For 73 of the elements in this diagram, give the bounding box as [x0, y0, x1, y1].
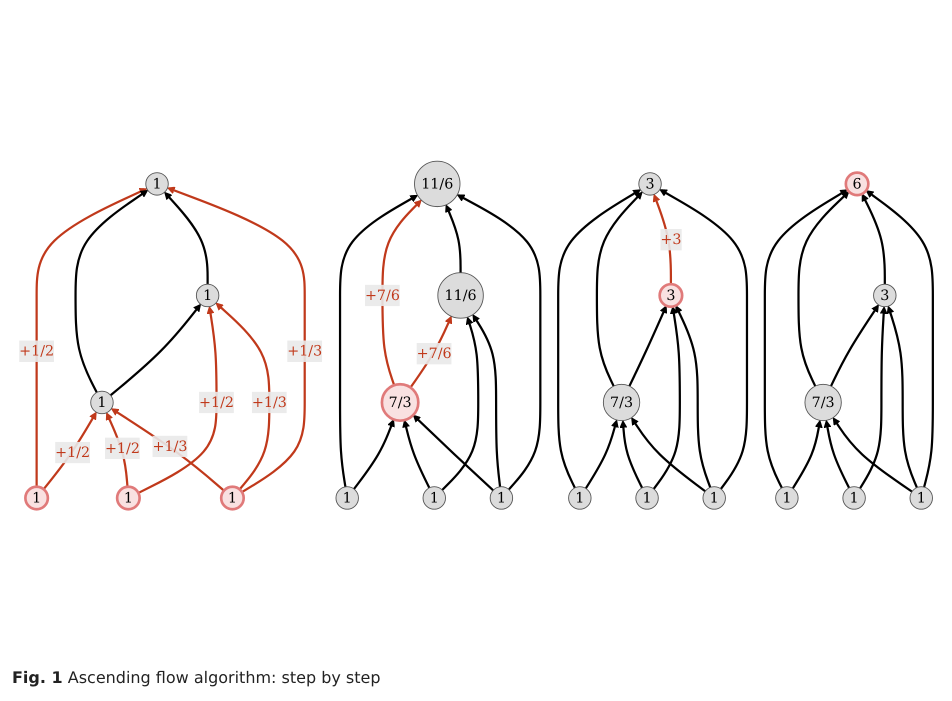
node-circle: 1 — [336, 486, 359, 510]
arrow — [42, 412, 97, 490]
node-circle: 1 — [490, 486, 514, 510]
arrow — [620, 420, 644, 488]
node-circle: 11/6 — [414, 160, 460, 207]
node-circle: 7/3 — [804, 384, 842, 421]
node-circle: 1 — [702, 486, 726, 510]
edge-label: +7/6 — [416, 344, 452, 362]
arrow — [652, 194, 672, 284]
node-circle: 1 — [910, 486, 933, 510]
node-circle: 1 — [635, 486, 659, 510]
edge-label: +7/6 — [364, 286, 400, 304]
arrow — [557, 189, 641, 488]
node-circle: 1 — [24, 485, 50, 510]
node-circle: 1 — [568, 486, 592, 510]
edge-label: +1/3 — [152, 437, 188, 454]
node-circle: 3 — [873, 284, 896, 307]
arrow — [659, 188, 748, 490]
arrow — [675, 305, 712, 488]
arrow — [764, 189, 848, 488]
arrow — [381, 200, 422, 386]
arrow — [830, 304, 879, 386]
node-circle: 6 — [844, 171, 870, 196]
node-circle: 7/3 — [380, 382, 420, 422]
arrow — [886, 306, 918, 488]
edge-label: +1/3 — [252, 393, 287, 410]
arrow — [410, 316, 452, 388]
arrow — [628, 305, 668, 386]
arrow — [596, 191, 643, 386]
node-circle: 3 — [658, 282, 684, 308]
arrow — [792, 420, 823, 489]
node-circle: 1 — [196, 284, 220, 307]
arrow — [797, 191, 850, 386]
arrow — [456, 194, 542, 490]
edge-label: +3 — [660, 230, 682, 248]
arrow — [859, 306, 888, 489]
arrow — [631, 417, 706, 492]
arrow — [216, 302, 270, 490]
arrow — [866, 190, 934, 488]
arrow — [472, 314, 502, 487]
arrow — [824, 420, 850, 488]
node-circle: 1 — [145, 172, 169, 196]
node-circle: 1 — [775, 486, 799, 510]
arrow — [402, 420, 430, 488]
node-circle: 3 — [638, 172, 662, 196]
node-circle: 1 — [220, 485, 246, 510]
node-circle: 11/6 — [437, 272, 484, 318]
arrow — [652, 306, 681, 490]
node-circle: 7/3 — [602, 384, 640, 421]
arrow — [353, 418, 395, 490]
arrow — [110, 304, 201, 396]
arrow — [138, 306, 218, 494]
node-circle: 1 — [116, 485, 141, 510]
edge-label: +1/2 — [19, 342, 54, 360]
edge-label: +1/3 — [287, 342, 322, 360]
arrow — [862, 193, 886, 284]
node-circle: 1 — [90, 390, 114, 414]
arrow — [111, 408, 225, 492]
edge-label: +1/2 — [55, 443, 90, 460]
arrow — [167, 186, 306, 493]
node-circle: 1 — [422, 486, 446, 510]
arrow — [445, 204, 462, 273]
figure-caption: Fig. 1 Ascending flow algorithm: step by step — [12, 667, 382, 689]
arrow — [441, 316, 480, 491]
edge-label: +1/2 — [104, 439, 140, 456]
arrow — [74, 190, 148, 393]
edge-label: +1/2 — [199, 393, 234, 410]
arrow — [164, 192, 209, 284]
arrow — [584, 419, 619, 489]
node-circle: 1 — [842, 486, 866, 510]
arrow — [832, 417, 913, 492]
arrow — [412, 414, 494, 491]
arrow — [338, 194, 418, 487]
